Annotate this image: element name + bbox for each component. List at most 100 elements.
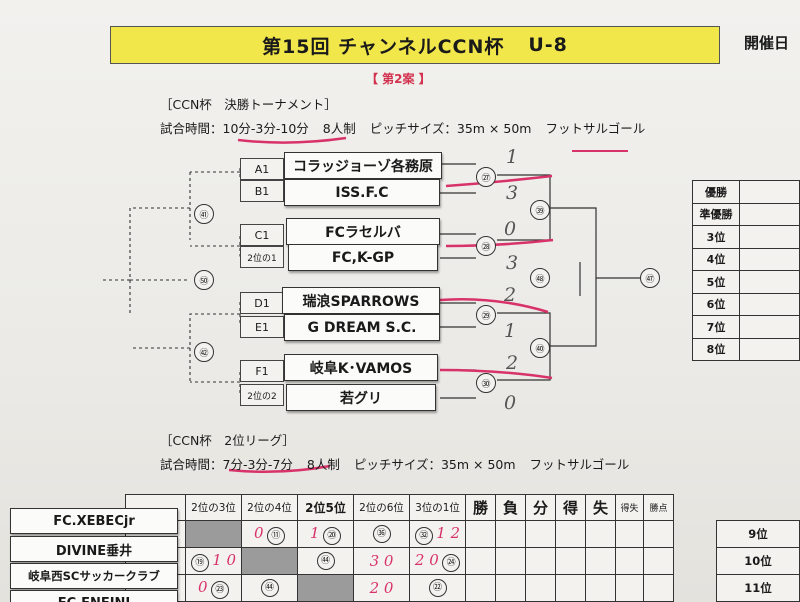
score-mark: 1 [310, 523, 320, 542]
match-number: ㉘ [476, 236, 496, 256]
match-number: ⑲ [190, 553, 209, 572]
ranking-row: 準優勝 [692, 202, 800, 226]
league-cell [525, 547, 556, 575]
slot-second-1: 2位の1 [240, 246, 284, 268]
ranking-value [739, 202, 800, 226]
league-table: 2位の3位 2位の4位 2位5位 2位の6位 3位の1位 勝 負 分 得 失 得… [125, 494, 674, 602]
final-pitch: ピッチサイズ：35m × 50m [369, 121, 532, 136]
match-number: ㊴ [530, 200, 550, 220]
slot-d1: D1 [240, 292, 284, 314]
league-header-goals-for: 得 [555, 494, 586, 521]
league-team-card: 岐阜西SCサッカークラブ [10, 563, 178, 589]
score-mark: 3 [506, 252, 519, 274]
league-players: 8人制 [306, 457, 340, 472]
score-mark: 3 [506, 182, 519, 204]
final-time-value: 10分-3分-10分 [222, 121, 309, 136]
match-number: ㊵ [530, 338, 550, 358]
slot-second-2: 2位の2 [240, 384, 284, 406]
league-row: ⑲ 1 0 ㊹ 3 0 2 0 ㉔ [125, 547, 674, 575]
final-goal: フットサルゴール [545, 121, 646, 136]
category-label: U-8 [528, 34, 568, 56]
match-number: ㉙ [476, 305, 496, 325]
league-cell [615, 520, 644, 548]
league-cell: 2 0 [353, 574, 410, 602]
league-cell: ㉜ 1 2 [409, 520, 466, 548]
ranking-label: 7位 [692, 315, 740, 339]
team-card: 若グリ [286, 384, 436, 411]
place-row: 9位 [716, 520, 800, 548]
league-cell: ㊹ [241, 574, 298, 602]
league-cell [555, 574, 586, 602]
slot-b1: B1 [240, 180, 284, 202]
ranking-row: 3位 [692, 225, 800, 249]
score-mark: 2 [504, 284, 517, 306]
league-header: 3位の1位 [409, 494, 466, 521]
match-number: ㊼ [640, 268, 660, 288]
league-header-losses: 負 [495, 494, 526, 521]
score-mark: 2 [506, 352, 519, 374]
league-team-card: FC.XEBECjr [10, 508, 178, 534]
league-cell-self [297, 574, 354, 602]
slot-f1: F1 [240, 360, 284, 382]
ranking-row: 4位 [692, 247, 800, 271]
match-number: ㉒ [428, 579, 447, 597]
league-time-value: 7分-3分-7分 [222, 457, 293, 472]
team-card: 岐阜K･VAMOS [284, 354, 438, 381]
league-header-points: 勝点 [643, 494, 674, 521]
league-cell [643, 520, 674, 548]
team-card: G DREAM S.C. [284, 314, 440, 341]
ranking-label: 8位 [692, 337, 740, 361]
league-team-card: FC.ENFINI [10, 590, 178, 602]
plan-label: 【 第2案 】 [366, 72, 431, 86]
match-number: ⑪ [266, 526, 285, 545]
league-cell: ㊹ [297, 547, 354, 575]
league-cell [465, 574, 496, 602]
score-mark: 0 [198, 577, 208, 596]
match-number: ㊽ [530, 268, 550, 288]
match-number: ㊱ [372, 525, 391, 543]
league-time-label: 試合時間： [160, 457, 223, 472]
league-goal: フットサルゴール [529, 457, 630, 472]
ranking-label: 5位 [692, 270, 740, 294]
ranking-value [739, 225, 800, 249]
league-row: 0 ㉓ ㊹ 2 0 ㉒ [125, 574, 674, 602]
score-mark: 1 2 [436, 523, 461, 542]
league-place-table: 9位 10位 11位 [716, 520, 800, 602]
league-header-goal-diff: 得失 [615, 494, 644, 521]
final-section-title: ［CCN杯 決勝トーナメント］ [160, 97, 337, 112]
team-card: FC,K-GP [288, 244, 438, 271]
match-number: ㉓ [210, 580, 229, 599]
ranking-value [739, 315, 800, 339]
league-header-draws: 分 [525, 494, 556, 521]
match-number: ㊶ [194, 204, 214, 224]
place-row: 11位 [716, 574, 800, 602]
league-cell [585, 574, 616, 602]
league-cell [615, 574, 644, 602]
date-label: 開催日 [744, 34, 790, 52]
league-cell [555, 520, 586, 548]
ranking-label: 4位 [692, 247, 740, 271]
final-time-label: 試合時間： [160, 121, 223, 136]
ranking-row: 6位 [692, 292, 800, 316]
ranking-row: 7位 [692, 315, 800, 339]
match-number: ㊷ [194, 342, 214, 362]
league-rules: 試合時間：7分-3分-7分 8人制 ピッチサイズ：35m × 50m フットサル… [160, 454, 639, 473]
score-mark: 0 [504, 218, 517, 240]
slot-a1: A1 [240, 158, 284, 180]
ranking-label: 6位 [692, 292, 740, 316]
league-cell: ㊱ [353, 520, 410, 548]
ranking-value [739, 270, 800, 294]
match-number: ㉚ [476, 373, 496, 393]
league-row: 0 ⑪ 1 ⑳ ㊱ ㉜ 1 2 [125, 520, 674, 548]
league-section-title: ［CCN杯 2位リーグ］ [160, 433, 295, 448]
league-cell [555, 547, 586, 575]
score-mark: 0 [504, 392, 517, 414]
score-mark: 3 0 [369, 552, 394, 570]
ranking-value [739, 247, 800, 271]
slot-c1: C1 [240, 224, 284, 246]
team-card: 瑞浪SPARROWS [282, 287, 440, 314]
league-cell: 0 ⑪ [241, 520, 298, 548]
tournament-title-banner: 第15回 チャンネルCCN杯 U-8 [110, 26, 720, 64]
ranking-row: 5位 [692, 270, 800, 294]
